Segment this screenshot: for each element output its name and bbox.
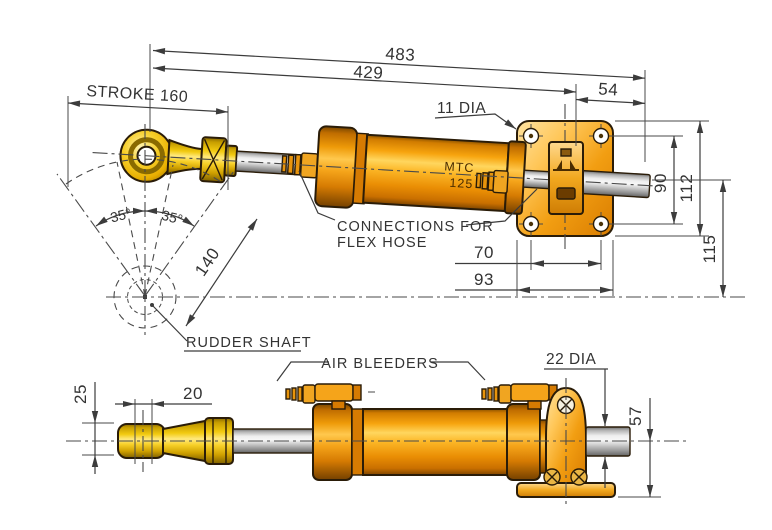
dim-label-swing-left: 35° [109, 205, 133, 226]
trunnion-block [548, 141, 584, 215]
dim-label-hole-spacing-h: 70 [474, 243, 494, 262]
dim-label-hole-spacing-v: 90 [651, 173, 670, 193]
dim-label-rod-end-thickness: 25 [71, 384, 90, 404]
dim-label-to-mount: 429 [353, 62, 384, 83]
dim-label-shaft-dia: 22 DIA [546, 351, 597, 368]
model-name: MTC [444, 159, 475, 175]
cylinder-assembly-top-view: MTC 125 [92, 125, 658, 215]
bolt-hole [589, 212, 613, 236]
air-bleeders-callout: AIR BLEEDERS [276, 356, 486, 382]
dim-plate-width: 93 [455, 240, 614, 296]
cylinder-body-side [362, 408, 508, 476]
bolt-hole [589, 124, 613, 148]
connections-label-line2: FLEX HOSE [337, 235, 427, 251]
dim-label-axis-height: 115 [700, 235, 719, 264]
model-size: 125 [449, 176, 474, 191]
dim-swing-radius: 140 [185, 218, 258, 327]
dim-mount-offset: 54 [575, 79, 646, 106]
dim-label-hole-dia: 11 DIA [437, 100, 486, 117]
air-bleeder-right [481, 383, 558, 410]
rudder-shaft-label: RUDDER SHAFT [186, 335, 312, 351]
dim-plate-height: 112 [615, 120, 709, 237]
dim-label-overall: 483 [385, 44, 416, 65]
rudder-shaft-callout: RUDDER SHAFT [150, 303, 312, 352]
flex-hose-callout: CONNECTIONS FOR FLEX HOSE [298, 170, 538, 251]
dim-label-shaft-center-height: 57 [626, 406, 645, 426]
air-bleeder-left [285, 383, 375, 410]
dim-hole-spacing-v: 90 [612, 135, 683, 225]
dim-length-to-mount: 429 [152, 62, 577, 95]
dim-shaft-center-height: 57 [618, 398, 661, 498]
dim-label-plate-height: 112 [677, 174, 696, 203]
dim-mount-hole-dia: 11 DIA [434, 100, 517, 130]
dim-label-mount-offset: 54 [598, 79, 619, 99]
hose-barb-right [475, 169, 509, 194]
end-cap-left-side [312, 403, 353, 481]
connections-label-line1: CONNECTIONS FOR [337, 219, 494, 235]
bolt-hole [519, 212, 543, 236]
dim-label-eye-width: 20 [183, 384, 203, 403]
jam-nut [199, 136, 228, 184]
dim-label-swing-right: 35° [160, 207, 184, 228]
air-bleeders-label: AIR BLEEDERS [321, 356, 439, 372]
dim-label-swing-radius: 140 [191, 244, 223, 279]
side-view: 25 20 AIR BLEEDERS 22 DIA [66, 351, 688, 505]
dim-axis-height: 115 [652, 179, 731, 297]
dim-stroke: STROKE 160 [67, 83, 229, 190]
bolt-hole [519, 124, 543, 148]
plate-bolt-holes [519, 124, 613, 236]
dim-shaft-dia: 22 DIA [544, 351, 609, 488]
dim-label-stroke: STROKE 160 [86, 83, 189, 106]
dim-rod-end-thickness: 25 [71, 382, 114, 474]
end-cap-right-side [506, 403, 541, 481]
dim-label-plate-width: 93 [474, 270, 494, 289]
dim-hole-spacing-h: 70 [455, 240, 602, 270]
dim-rod-end-eye-width: 20 [115, 384, 212, 464]
